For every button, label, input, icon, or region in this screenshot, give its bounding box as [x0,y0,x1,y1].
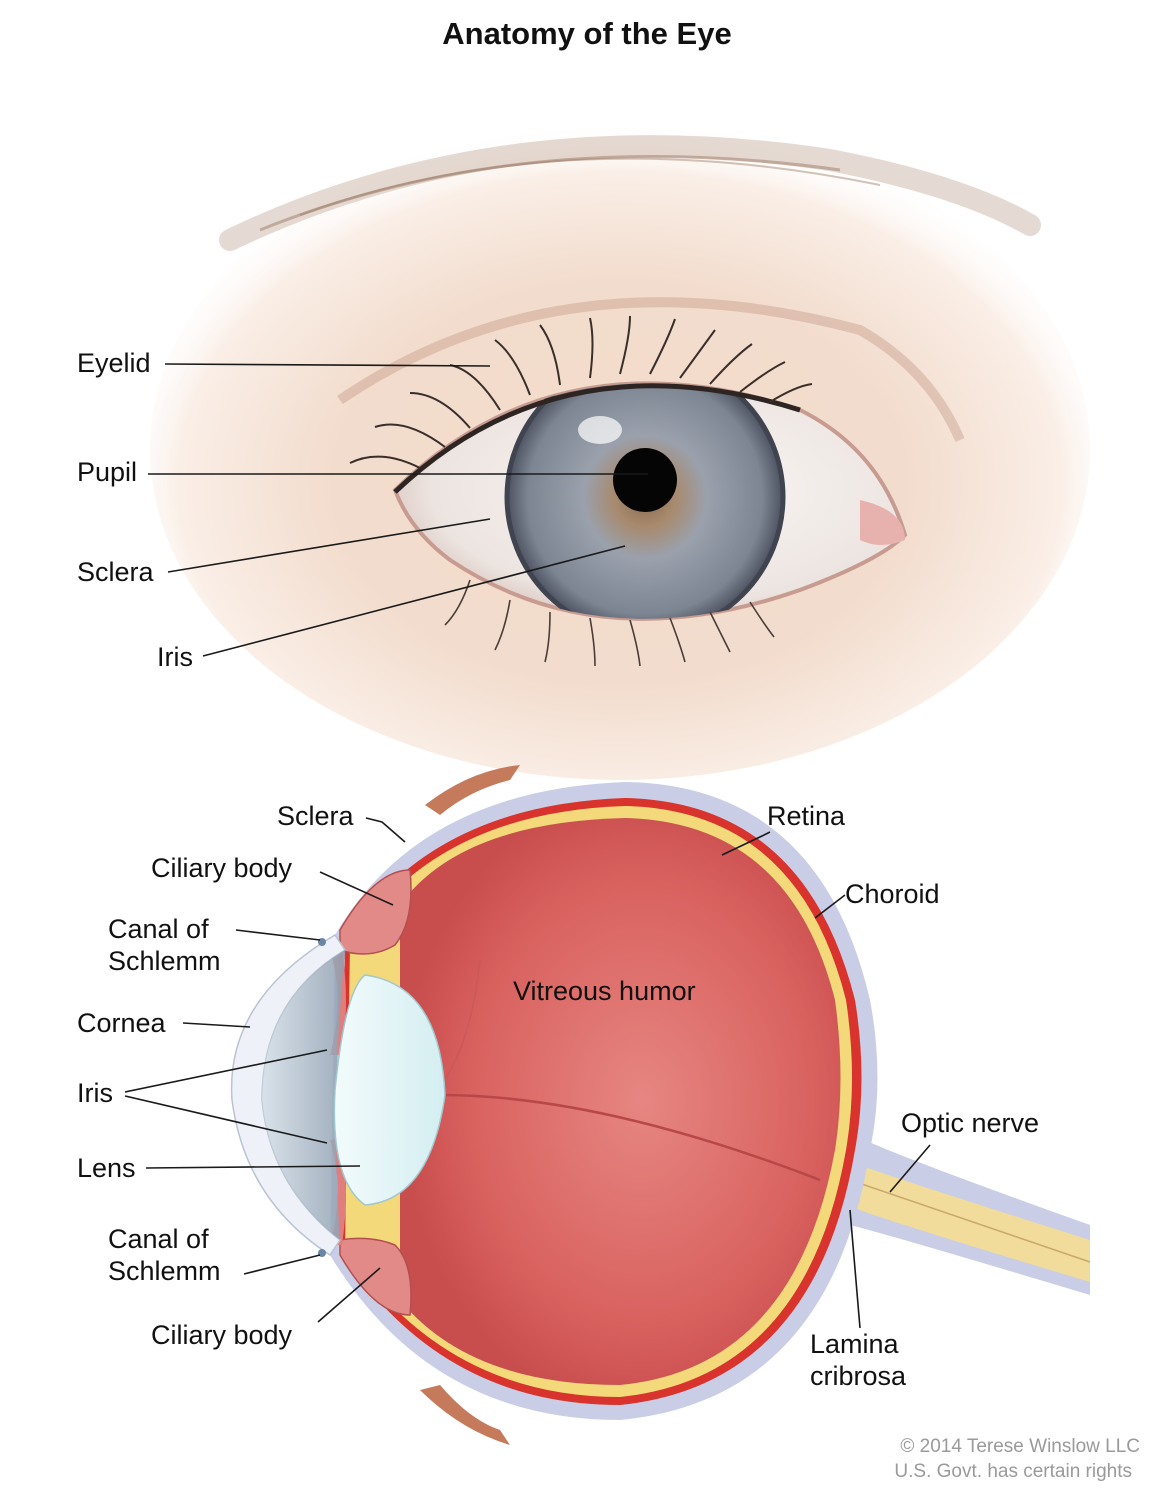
lower-lashes [444,579,775,667]
ciliary-body-top-graphic [339,869,412,955]
leader-iris-top [124,1049,328,1093]
label-ciliary-body-bottom: Ciliary body [151,1320,293,1350]
leader-cornea [182,1022,251,1028]
label-pupil: Pupil [77,457,137,487]
label-lamina-1: Lamina [810,1329,900,1359]
label-sclera-section: Sclera [277,801,355,831]
upper-lashes [349,315,813,469]
label-iris-section: Iris [77,1078,113,1108]
leader-canal-bottom [243,1254,321,1275]
lens-graphic [333,974,446,1206]
label-iris-external: Iris [157,642,193,672]
leader-choroid [814,894,846,919]
leader-ciliary-body-top [319,871,394,906]
leader-iris-bottom [124,1095,328,1144]
leader-optic-nerve [889,1144,931,1193]
leader-iris-external [202,545,626,657]
leader-sclera-external [167,518,491,573]
eye-cross-section [230,765,1091,1445]
copyright-line-2: U.S. Govt. has certain rights [894,1461,1132,1482]
leader-ciliary-body-bottom [317,1267,381,1323]
vitreous-humor-graphic [400,818,841,1385]
label-sclera-external: Sclera [77,557,155,587]
optic-nerve-graphic [845,1160,1090,1282]
label-lens: Lens [77,1153,136,1183]
label-canal-top-1: Canal of [108,914,209,944]
label-canal-bottom-2: Schlemm [108,1256,221,1286]
external-eye-illustration [150,120,1090,780]
pupil-graphic [613,448,677,512]
leader-canal-top [235,929,321,941]
leader-lens [145,1165,361,1169]
label-cornea: Cornea [77,1008,167,1038]
label-lamina-2: cribrosa [810,1361,907,1391]
label-optic-nerve: Optic nerve [901,1108,1039,1138]
label-retina: Retina [767,801,846,831]
diagram-title: Anatomy of the Eye [442,16,731,51]
label-ciliary-body-top: Ciliary body [151,853,293,883]
copyright-line-1: © 2014 Terese Winslow LLC [900,1436,1140,1457]
leader-retina [721,831,771,856]
label-eyelid: Eyelid [77,348,151,378]
eyebrow [219,135,1041,251]
label-vitreous-humor: Vitreous humor [513,976,696,1006]
ciliary-body-bottom-graphic [339,1237,412,1316]
label-canal-top-2: Schlemm [108,946,221,976]
leader-eyelid [164,363,491,367]
label-canal-bottom-1: Canal of [108,1224,209,1254]
label-choroid: Choroid [845,879,940,909]
leader-lamina [849,1209,861,1329]
leader-sclera-section [365,817,406,843]
